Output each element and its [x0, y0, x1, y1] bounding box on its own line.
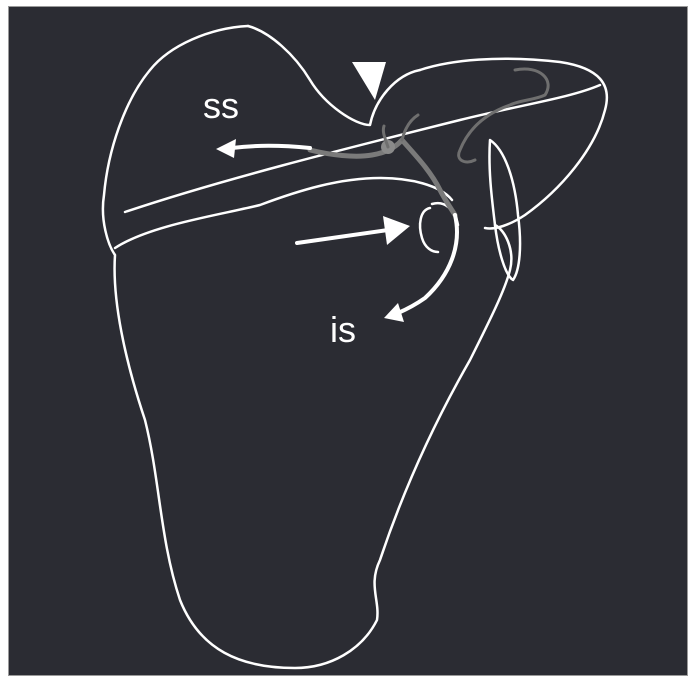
notch-arrow-head	[383, 216, 410, 245]
superior-border-outline	[248, 26, 420, 125]
scapular-spine-upper	[125, 85, 600, 212]
coracoid-outline	[489, 140, 520, 280]
arrowhead-marker	[352, 62, 386, 100]
label-is: is	[330, 309, 356, 350]
nerve-branch-2	[402, 115, 418, 140]
label-ss: ss	[203, 85, 239, 126]
notch-arrow-line	[297, 230, 388, 243]
acromion-inner-contour	[459, 69, 548, 162]
ss-arrow-line	[232, 146, 310, 148]
scapular-spine-lower	[115, 178, 452, 248]
notch-outline	[420, 208, 438, 252]
is-arrow-head	[384, 303, 404, 322]
is-arrow-line	[398, 215, 457, 313]
ss-arrow-head	[216, 139, 236, 158]
